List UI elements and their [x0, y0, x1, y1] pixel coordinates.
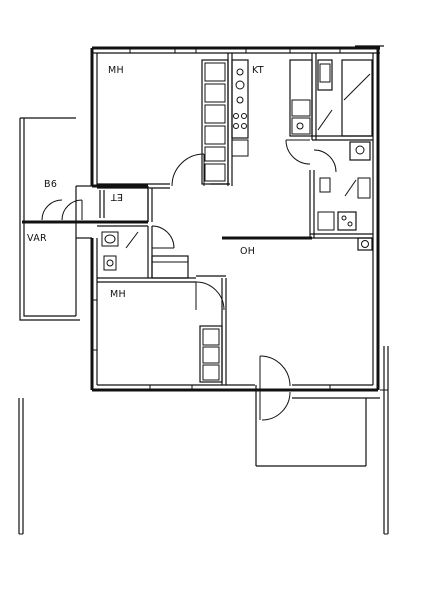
terrace — [18, 346, 389, 535]
room-label-kt: KT — [252, 65, 264, 76]
room-label-et: ET — [111, 191, 123, 202]
balcony-left — [19, 117, 92, 321]
room-label-oh: OH — [240, 246, 255, 257]
room-label-var: VAR — [27, 233, 47, 244]
wardrobe-top — [171, 59, 229, 187]
interior-walls — [97, 53, 373, 385]
room-labels: MH KT B6 ET VAR OH MH — [27, 65, 264, 300]
wardrobe-bottom — [195, 281, 225, 383]
wc-fixtures — [101, 225, 189, 279]
room-label-mh-bottom: MH — [110, 289, 126, 300]
room-label-mh-top: MH — [108, 65, 124, 76]
kitchen-fixtures — [231, 59, 373, 165]
bathroom-fixtures — [313, 141, 373, 251]
exterior-walls — [90, 45, 384, 392]
room-label-b6: B6 — [44, 179, 57, 190]
